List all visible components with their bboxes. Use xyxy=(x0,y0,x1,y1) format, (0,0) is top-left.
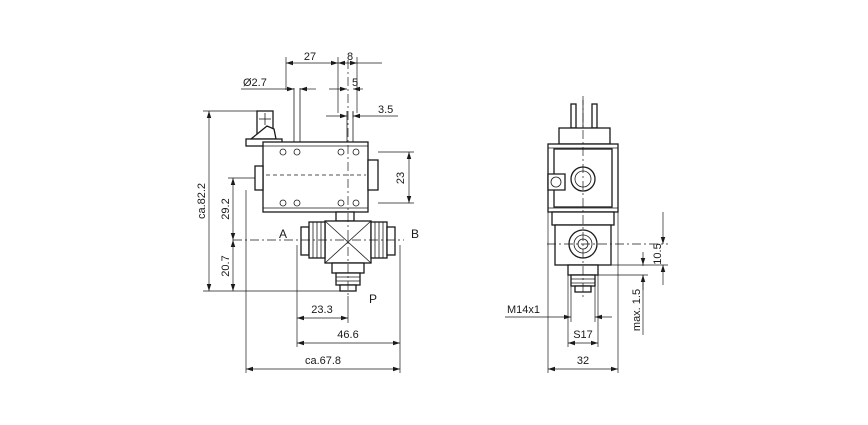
dim-82-2: ca.82.2 xyxy=(196,110,340,292)
dim-67-8-label: ca.67.8 xyxy=(305,355,341,367)
connector-terminal xyxy=(245,110,283,147)
fitting-port-a xyxy=(300,221,326,259)
dim-5-label: 5 xyxy=(352,77,358,89)
dim-46-6: 46.6 xyxy=(296,245,401,373)
front-view: 27 8 5 Ø2.7 3.5 23 xyxy=(196,51,419,373)
dim-10-5-label: 10.5 xyxy=(652,243,664,264)
coil-pins xyxy=(293,88,354,142)
dim-27-label: 27 xyxy=(304,51,316,63)
dim-3-5: 3.5 xyxy=(326,104,398,119)
dim-67-8: ca.67.8 xyxy=(245,190,400,373)
dim-dia-2-7-label: Ø2.7 xyxy=(243,77,267,89)
coil-screws xyxy=(279,148,360,207)
dim-8-label: 8 xyxy=(347,51,353,63)
dim-max-1-5: max. 1.5 xyxy=(598,252,648,335)
dim-s17-label: S17 xyxy=(573,329,593,341)
port-a-label: A xyxy=(279,227,287,241)
dim-5: 5 xyxy=(329,77,363,92)
dim-20-7: 20.7 xyxy=(220,240,236,291)
dim-82-2-label: ca.82.2 xyxy=(196,183,208,219)
dim-32-label: 32 xyxy=(577,355,589,367)
dim-46-6-label: 46.6 xyxy=(337,329,358,341)
dim-3-5-label: 3.5 xyxy=(378,104,393,116)
dim-s17: S17 xyxy=(567,275,599,347)
dim-m14x1-label: M14x1 xyxy=(507,304,540,316)
dim-23-3: 23.3 xyxy=(296,245,349,323)
side-plug-pins xyxy=(558,100,611,145)
dim-23-3-label: 23.3 xyxy=(311,304,332,316)
dim-10-5: 10.5 xyxy=(597,212,668,285)
dim-20-7-label: 20.7 xyxy=(220,255,232,276)
side-center-lines xyxy=(547,96,668,300)
front-center-lines xyxy=(233,60,404,296)
side-view: 10.5 max. 1.5 M14x1 S17 32 xyxy=(505,96,668,373)
coil-body xyxy=(254,141,379,213)
dim-29-2: 29.2 xyxy=(220,177,255,240)
port-b-label: B xyxy=(411,227,419,241)
dim-max-1-5-label: max. 1.5 xyxy=(631,289,643,331)
dim-27: 27 xyxy=(285,51,339,113)
dim-dia-2-7: Ø2.7 xyxy=(241,77,316,92)
dim-23: 23 xyxy=(378,151,414,204)
dim-29-2-label: 29.2 xyxy=(220,198,232,219)
dim-32: 32 xyxy=(547,212,619,373)
dim-23-label: 23 xyxy=(395,172,407,184)
dim-m14x1: M14x1 xyxy=(505,286,612,322)
port-p-label: P xyxy=(369,292,377,306)
dim-8: 8 xyxy=(338,51,382,113)
